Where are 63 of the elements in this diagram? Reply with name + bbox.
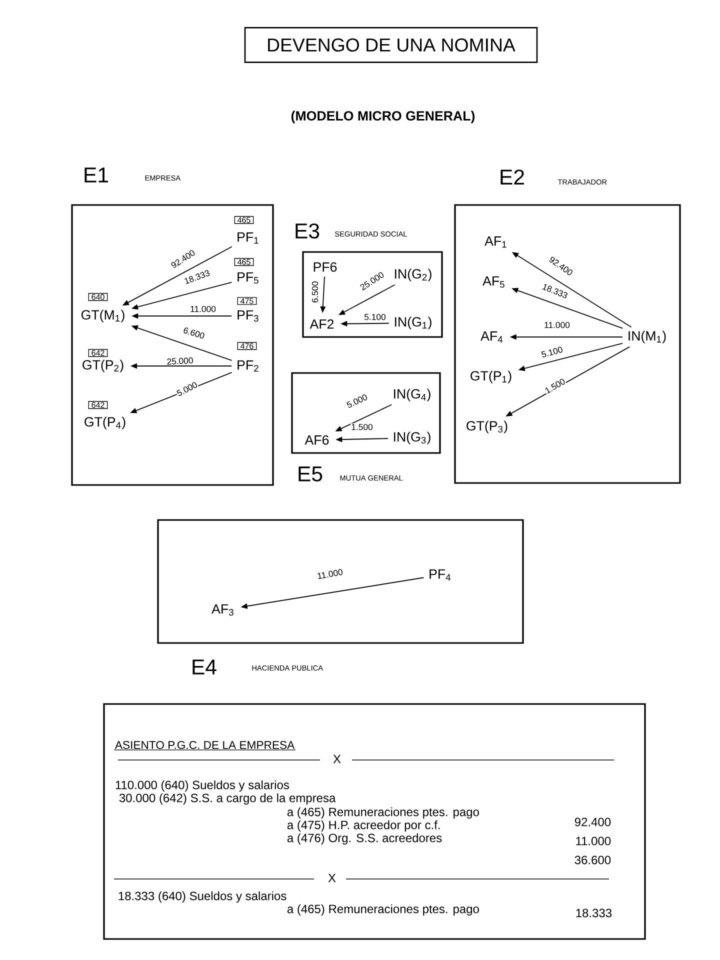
- edge-label: 5.000: [175, 380, 199, 398]
- amount: 92.400: [574, 818, 611, 826]
- edge-label: 1.500: [350, 423, 374, 431]
- region-heading: E5: [298, 466, 322, 482]
- term-label: IN(G$_{2}$): [395, 268, 432, 282]
- edge-label: 18.333: [182, 268, 212, 286]
- term-label: GT(P$_{4}$): [84, 416, 126, 430]
- entry-line: a (476) Org. S.S. acreedores: [287, 833, 442, 845]
- entry-line: a (465) Remuneraciones ptes. pago: [287, 904, 479, 916]
- account-number-box: 465: [234, 216, 254, 224]
- term-label: IN(G$_{3}$): [394, 432, 430, 444]
- entry-heading: ASIENTO P.G.C. DE LA EMPRESA: [114, 741, 296, 750]
- region-heading: E2: [500, 170, 524, 184]
- region-heading: E4: [192, 660, 216, 674]
- term-label: PF$_{2}$: [238, 360, 258, 372]
- edge-label: 5.100: [364, 313, 386, 321]
- edge-label: 25.000: [166, 356, 194, 366]
- account-number-box: 642: [88, 349, 108, 357]
- entry-line: 110.000 (640) Sueldos y salarios: [116, 780, 289, 792]
- subtitle: (MODELO MICRO GENERAL): [291, 110, 475, 124]
- edge-label: 11.000: [316, 568, 344, 580]
- amount: 11.000: [576, 836, 611, 846]
- account-number-box: 465: [234, 258, 254, 266]
- term-label: PF$_{5}$: [238, 272, 258, 284]
- term-label: PF$_{1}$: [238, 232, 258, 244]
- region-heading: E3: [296, 223, 320, 239]
- account-number-box: 642: [88, 401, 108, 409]
- term-label: AF$_{4}$: [480, 331, 502, 343]
- edge-label: 6.600: [182, 326, 206, 340]
- separator-mark: X: [328, 874, 336, 882]
- term-label: GT(P$_{3}$): [466, 420, 508, 434]
- account-number-box: 640: [88, 293, 108, 301]
- region-heading: E1: [84, 168, 108, 182]
- account-number-box: 476: [237, 342, 257, 350]
- term-label: PF6: [314, 262, 337, 272]
- entry-line: a (465) Remuneraciones ptes. pago: [287, 807, 479, 819]
- term-label: AF$_{3}$: [212, 604, 234, 616]
- edge-label: 11.000: [190, 305, 216, 313]
- term-label: AF$_{1}$: [484, 236, 506, 248]
- term-label: AF6: [304, 435, 329, 445]
- edge-label: 18.333: [540, 282, 570, 300]
- term-label: IN(M$_{1}$): [628, 330, 666, 344]
- term-label: AF2: [310, 319, 334, 329]
- entry-line: 30.000 (642) S.S. a cargo de la empresa: [119, 793, 336, 805]
- term-label: IN(G$_{1}$): [395, 316, 432, 330]
- edge-label: 11.000: [544, 321, 570, 329]
- entry-line: a (475) H.P. acreedor por c.f.: [287, 820, 440, 832]
- entry-line: 18.333 (640) Sueldos y salarios: [118, 891, 286, 903]
- separator-mark: X: [333, 754, 341, 764]
- amount: 36.600: [574, 856, 611, 864]
- edge-label: 5.100: [540, 346, 564, 358]
- term-label: GT(P$_{1}$): [470, 370, 512, 384]
- edge-label: 6.500: [311, 280, 319, 304]
- term-label: PF$_{4}$: [430, 569, 450, 581]
- term-label: AF$_{5}$: [482, 276, 504, 288]
- term-label: GT(P$_{2}$): [82, 360, 124, 372]
- term-label: GT(M$_{1}$): [82, 310, 124, 322]
- title-box: DEVENGO DE UNA NOMINA: [244, 27, 538, 63]
- term-label: IN(G$_{4}$): [394, 388, 430, 402]
- amount: 18.333: [576, 908, 612, 918]
- account-number-box: 475: [237, 297, 257, 305]
- edge-label: 5.000: [345, 392, 369, 410]
- term-label: PF$_{3}$: [238, 310, 258, 322]
